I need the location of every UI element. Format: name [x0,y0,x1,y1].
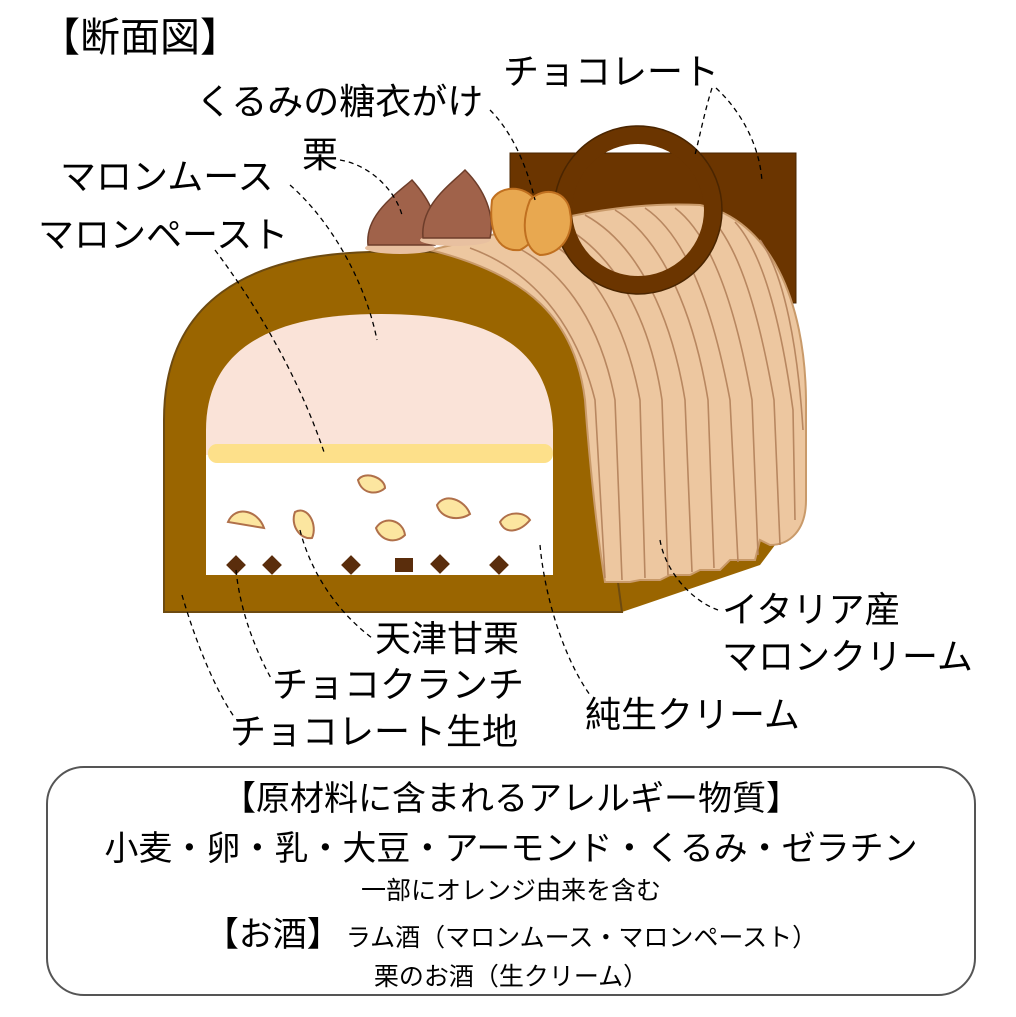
alcohol-heading: 【お酒】 [204,915,341,955]
label-amaguri: 天津甘栗 [375,619,520,660]
label-italy-line1: イタリア産 [722,590,901,631]
allergen-heading: 【原材料に含まれるアレルギー物質】 [222,779,800,819]
alcohol-line1: ラム酒（マロンムース・マロンペースト） [345,923,818,952]
crunch-piece [430,554,450,574]
leader-walnut [489,109,536,201]
chocolate-crunch [226,554,509,575]
fresh-cream-layer [206,455,553,575]
leader-italy-cream [659,539,719,611]
leader-lines [181,87,763,719]
leader-sponge [181,594,236,719]
amaguri-piece [356,474,387,494]
leader-marron-paste [214,249,326,456]
amaguri-piece [374,519,407,542]
label-chocolate-crunch: チョコクランチ [272,665,525,706]
label-marron-mousse: マロンムース [60,157,274,198]
leader-fresh-cream [539,544,591,696]
label-chocolate: チョコレート [503,52,720,93]
label-chestnut: 栗 [302,135,339,176]
alcohol-line2: 栗のお酒（生クリーム） [373,962,649,991]
amaguri-pieces [226,474,532,542]
crunch-piece [489,555,509,575]
crunch-piece [341,555,361,575]
label-chocolate-sponge: チョコレート生地 [230,712,519,753]
chestnut [422,168,492,239]
label-candied-walnut: くるみの糖衣がけ [196,82,484,123]
crunch-piece [395,558,413,572]
amaguri-piece [226,510,266,530]
label-italy-line2: マロンクリーム [722,637,973,678]
leader-amaguri [299,529,373,639]
label-fresh-cream: 純生クリーム [585,695,800,736]
leader-chestnut [339,159,403,216]
leader-marron-mousse [289,184,378,341]
leader-crunch [235,569,273,681]
allergen-note: 一部にオレンジ由来を含む [360,876,661,905]
amaguri-piece [435,497,472,520]
crunch-piece [262,555,282,575]
candied-walnuts [490,187,572,257]
allergen-info-box: 【原材料に含まれるアレルギー物質】 小麦・卵・乳・大豆・アーモンド・くるみ・ゼラ… [46,766,976,996]
leader-chocolate-ring [694,87,713,156]
amaguri-piece [292,509,315,540]
section-title: 【断面図】 [40,15,240,61]
chestnuts [365,168,492,254]
allergen-items: 小麦・卵・乳・大豆・アーモンド・くるみ・ゼラチン [104,829,918,869]
alcohol-row: 【お酒】 ラム酒（マロンムース・マロンペースト） [48,918,974,952]
walnut [523,191,572,257]
amaguri-piece [498,512,532,532]
marron-paste-layer [208,444,553,463]
label-marron-paste: マロンペースト [38,215,289,256]
leader-chocolate-plate [715,87,763,183]
